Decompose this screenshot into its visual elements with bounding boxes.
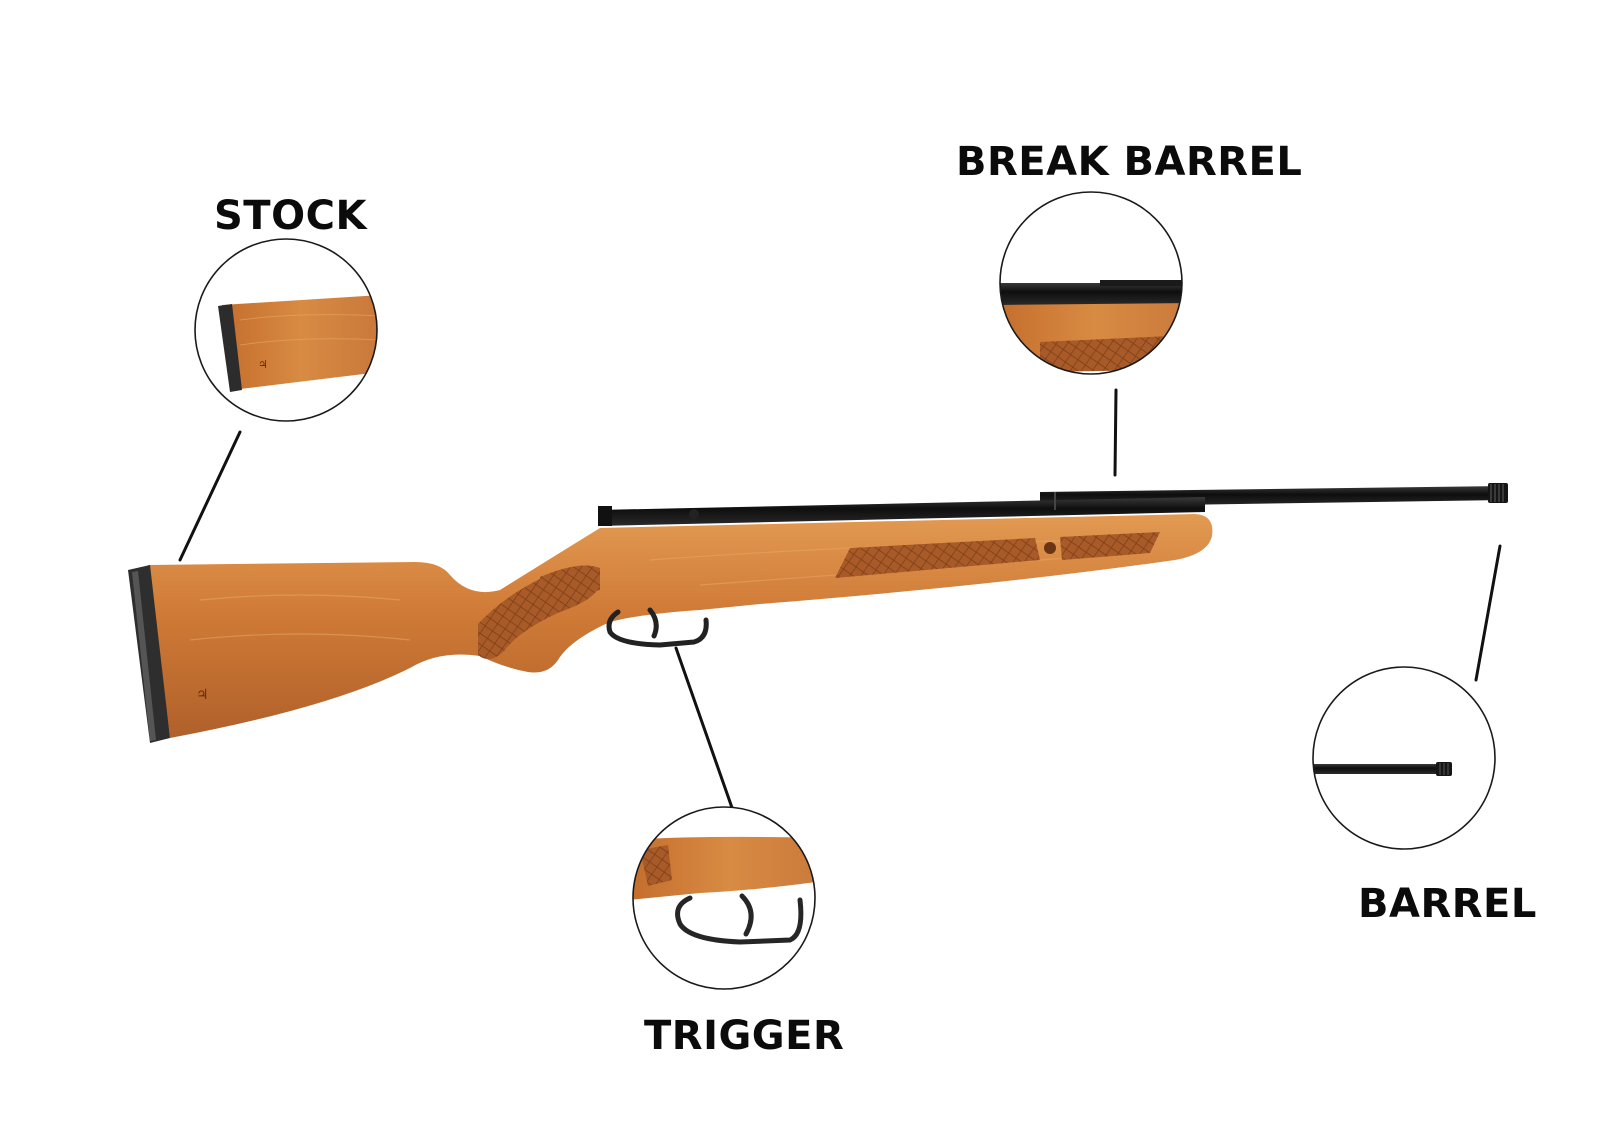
label-barrel: BARREL [1358,881,1537,927]
forend-checkering-right [1060,532,1160,560]
callout-circle-stock [194,238,378,422]
callout-barrel [1312,666,1496,850]
leader-line-break-barrel [1113,388,1118,477]
rifle-trigger [647,607,659,639]
leader-line-stock [178,430,242,562]
label-break-barrel: BREAK BARREL [956,139,1303,185]
svg-text:♃: ♃ [258,358,268,371]
callout-circle-break-barrel [999,191,1183,375]
rifle-receiver [598,497,1205,526]
leader-line-barrel [1474,544,1502,682]
callout-break-barrel [999,191,1183,375]
forend-checkering-left [835,538,1040,578]
rifle-stock-wood [148,514,1213,738]
label-stock: STOCK [214,193,367,239]
callout-stock: ♃ [194,238,378,422]
callout-circle-trigger [632,806,816,990]
stock-logo-icon: ♃ [196,687,209,703]
rifle-illustration: ♃ [128,483,1508,743]
rifle-trigger-guard [606,609,709,648]
label-trigger: TRIGGER [644,1013,845,1059]
leader-line-trigger [674,646,739,824]
leader-lines [178,388,1502,824]
callout-trigger [632,806,816,990]
callout-circle-barrel [1312,666,1496,850]
